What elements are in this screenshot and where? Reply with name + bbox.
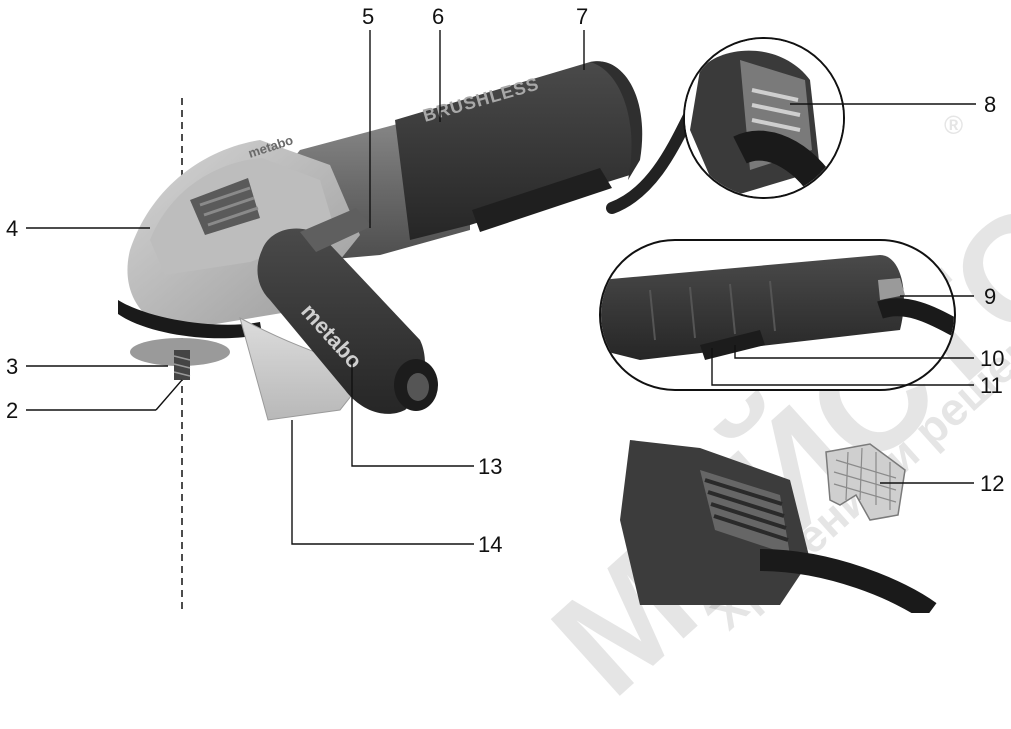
leader-13 xyxy=(351,360,474,467)
rear-cable xyxy=(759,549,937,613)
inset-grip-detail xyxy=(599,239,956,391)
callout-10: 10 xyxy=(980,346,1005,371)
angle-grinder: BRUSHLESS metabo metabo xyxy=(118,61,643,421)
callout-5: 5 xyxy=(362,4,375,29)
spindle-thread xyxy=(173,355,191,377)
leader-10 xyxy=(734,345,974,359)
callout-6: 6 xyxy=(432,4,445,29)
callout-3: 3 xyxy=(6,354,19,379)
grip-end-cap xyxy=(590,61,643,180)
dust-filter-detail xyxy=(620,440,937,613)
illustration: BRUSHLESS metabo metabo xyxy=(26,30,976,613)
callout-13: 13 xyxy=(478,454,503,479)
registered-mark: ® xyxy=(944,110,964,140)
callout-8: 8 xyxy=(984,92,997,117)
callout-12: 12 xyxy=(980,471,1005,496)
paddle-switch xyxy=(472,168,612,232)
side-handle-bore xyxy=(407,373,429,401)
clamping-lever xyxy=(300,208,372,252)
callout-11: 11 xyxy=(980,373,1003,398)
leader-2-diag xyxy=(155,379,183,411)
ventilation-ribs xyxy=(199,186,259,227)
inset-speed-dial xyxy=(683,37,845,199)
callout-4: 4 xyxy=(6,216,19,241)
leader-lines xyxy=(26,30,976,545)
leader-11 xyxy=(711,348,974,386)
diagram-stage: МАЙСТОРА Хранение и решения ® xyxy=(6,4,1011,727)
side-handle-grip xyxy=(257,228,425,414)
dust-filter xyxy=(825,443,906,521)
callout-2: 2 xyxy=(6,398,19,423)
motor-grip xyxy=(395,61,636,240)
leader-14 xyxy=(291,420,474,545)
flange-ring xyxy=(118,300,262,339)
callout-7: 7 xyxy=(576,4,589,29)
callout-14: 14 xyxy=(478,532,503,557)
callout-9: 9 xyxy=(984,284,997,309)
